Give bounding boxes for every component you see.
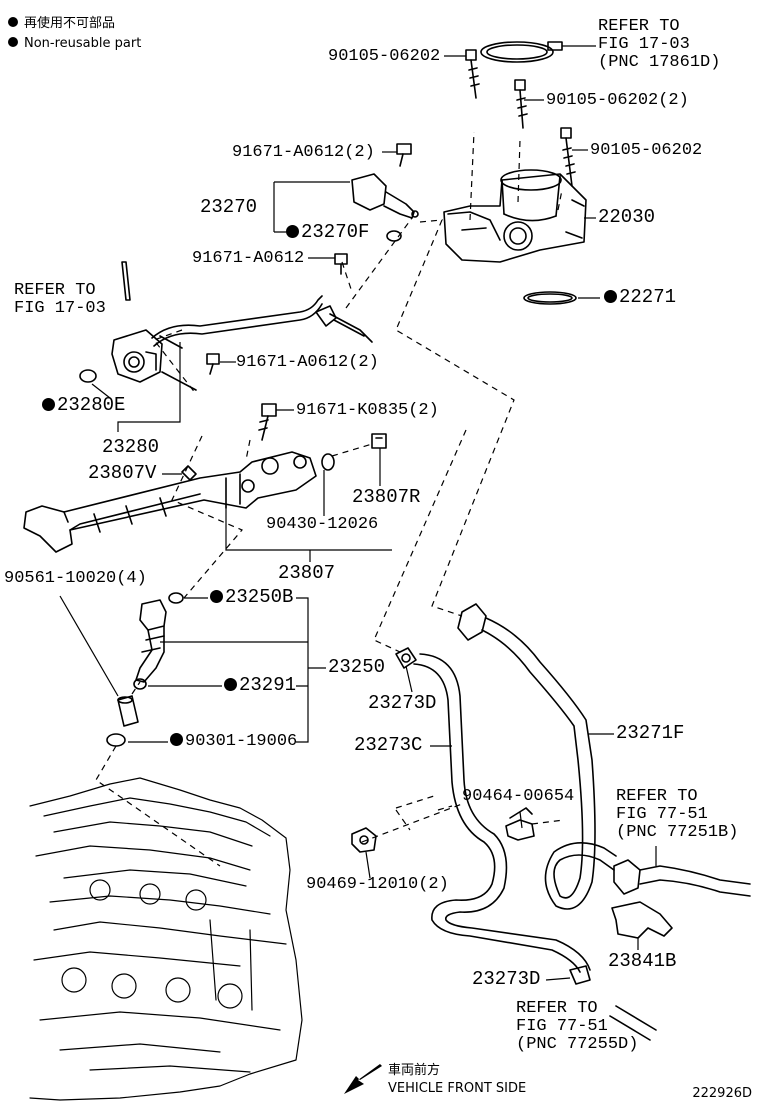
hose-to-77255d: [609, 1005, 657, 1041]
non-reusable-marker: [286, 225, 299, 238]
label-23291: 23291: [224, 676, 296, 695]
hose-23271f: [457, 603, 617, 910]
label-91671-a0612-2b: 91671-A0612(2): [236, 353, 379, 372]
non-reusable-marker: [604, 290, 617, 303]
non-reusable-marker: [224, 678, 237, 691]
bolt-90105-a: [465, 49, 480, 99]
throttle-body: [443, 169, 587, 263]
bolt-90105-b: [514, 79, 528, 129]
bolt-91671-k0835: [258, 403, 277, 441]
clip-23273d-upper: [395, 647, 417, 669]
label-23807r: 23807R: [352, 486, 421, 508]
label-23841b: 23841B: [608, 950, 677, 972]
vehicle-front-side: 車両前方 VEHICLE FRONT SIDE: [388, 1063, 527, 1096]
gasket-90430: [321, 453, 335, 471]
ref-fig-77-51-d: REFER TO FIG 77-51 (PNC 77255D): [516, 999, 639, 1054]
connector-23841b: [611, 859, 751, 939]
label-23280: 23280: [102, 436, 160, 458]
label-22271: 22271: [604, 288, 676, 307]
label-23250b: 23250B: [210, 588, 293, 607]
label-23250: 23250: [328, 656, 386, 678]
arrow-down-left-icon: [344, 1064, 382, 1094]
label-23273d-upper: 23273D: [368, 692, 437, 714]
label-23273c: 23273C: [354, 734, 423, 756]
legend: 再使用不可部品 Non-reusable part: [8, 14, 141, 54]
label-23271f: 23271F: [616, 722, 685, 744]
label-91671-a0612: 91671-A0612: [192, 249, 305, 268]
gasket-ring-top: [480, 41, 563, 63]
label-90105-06202-b: 90105-06202(2): [546, 91, 689, 110]
gasket-22271: [523, 291, 577, 305]
ref-fig-77-51-b: REFER TO FIG 77-51 (PNC 77251B): [616, 787, 739, 842]
label-23270: 23270: [200, 196, 258, 218]
label-23270f: 23270F: [286, 223, 369, 242]
injector-23250: [106, 592, 184, 747]
figure-number: 222926D: [692, 1086, 752, 1101]
label-91671-k0835: 91671-K0835(2): [296, 401, 439, 420]
filled-dot-icon: [8, 37, 18, 47]
ref-fig-17-03-left: REFER TO FIG 17-03: [14, 281, 106, 318]
label-90105-06202-a: 90105-06202: [328, 47, 441, 66]
plug-23807r: [371, 433, 387, 449]
label-23807v: 23807V: [88, 462, 157, 484]
clip-23273d-lower: [569, 965, 591, 985]
sensor-23270: [351, 143, 419, 242]
label-23273d-lower: 23273D: [472, 968, 541, 990]
ref-fig-17-03-top: REFER TO FIG 17-03 (PNC 17861D): [598, 17, 721, 72]
clip-90464: [505, 807, 535, 841]
bolt-91671-single: [334, 253, 348, 275]
non-reusable-marker: [170, 733, 183, 746]
label-90464-00654: 90464-00654: [462, 787, 575, 806]
fuel-rail-23807: [23, 451, 317, 553]
non-reusable-marker: [210, 590, 223, 603]
legend-row-jp: 再使用不可部品: [8, 14, 141, 34]
label-23807: 23807: [278, 562, 336, 584]
label-90561-10020: 90561-10020(4): [4, 569, 147, 588]
vacuum-tube-23280: [79, 261, 373, 391]
label-90105-06202-c: 90105-06202: [590, 141, 703, 160]
label-90430-12026: 90430-12026: [266, 515, 379, 534]
non-reusable-marker: [42, 398, 55, 411]
bolt-91671-pair: [206, 353, 220, 375]
label-22030: 22030: [598, 206, 656, 228]
filled-dot-icon: [8, 17, 18, 27]
label-90301-19006: 90301-19006: [170, 733, 297, 751]
bolt-90105-c: [560, 127, 576, 187]
label-90469-12010: 90469-12010(2): [306, 875, 449, 894]
legend-row-en: Non-reusable part: [8, 34, 141, 54]
label-23280e: 23280E: [42, 396, 125, 415]
clip-90469: [351, 827, 377, 853]
hose-23273c: [413, 653, 591, 973]
engine-block: [29, 777, 303, 1101]
label-91671-a0612-2a: 91671-A0612(2): [232, 143, 375, 162]
